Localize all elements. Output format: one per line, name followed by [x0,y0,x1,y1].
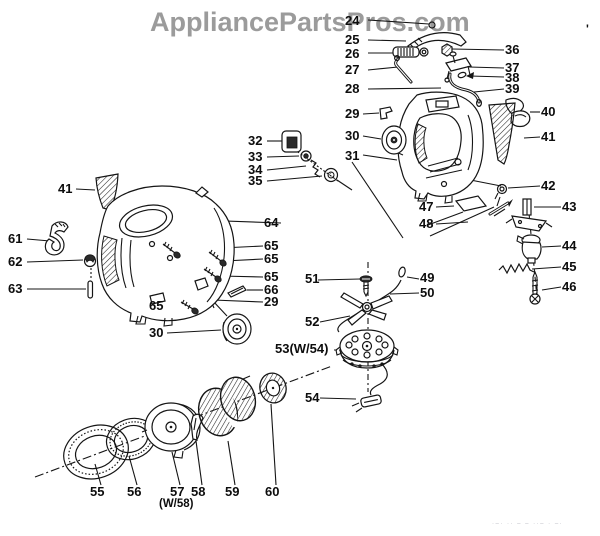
part-label-54: 54 [305,390,320,405]
part-label-63: 63 [8,281,23,296]
part-label-48: 48 [419,216,434,231]
pin-part-63 [87,280,94,299]
bracket-part-43 [505,198,553,232]
end-cap-part-57 [141,402,201,459]
part-label-45: 45 [562,259,577,274]
part-label-27: 27 [345,62,360,77]
clamp-part-44 [516,234,542,264]
part-label-57: 57 [170,484,185,499]
part-label-28: 28 [345,81,360,96]
part-label-65-c: 65 [264,269,279,284]
rod-part-27 [394,54,413,84]
plate-part-29-center [194,277,209,291]
part-label-29-center: 29 [264,294,279,309]
part-label-57-w58: (W/58) [159,498,194,510]
rear-housing-part-31 [395,91,484,204]
part-label-58: 58 [191,484,206,499]
caster-wheel-part-30-lower [222,313,252,345]
part-label-65-a: 65 [264,238,279,253]
power-cord-part-54 [351,362,388,413]
part-label-35: 35 [248,173,263,188]
part-label-65-d: 65 [149,298,164,313]
part-label-29: 29 [345,106,360,121]
part-label-64: 64 [264,215,279,230]
spring-part-34 [310,159,321,178]
part-label-59: 59 [225,484,240,499]
part-label-26: 26 [345,46,360,61]
part-label-62: 62 [8,254,23,269]
faded-footer-print: ·–· ·· – – ··– · –· [492,521,564,527]
part-label-41-right: 41 [541,129,556,144]
part-label-32: 32 [248,133,263,148]
screw-part-65-a [162,241,181,259]
screw-part-65-d [180,299,199,315]
tube-part-39 [448,72,483,107]
part-label-61: 61 [8,231,23,246]
grommet-part-42 [494,183,508,207]
part-label-55: 55 [90,484,105,499]
fan-blade-part-52 [340,292,393,326]
nut-part-35 [323,167,353,191]
motor-part-53 [335,329,399,369]
ring-part-55 [63,424,129,480]
part-label-30: 30 [345,128,360,143]
screw-part-51 [359,275,373,298]
part-label-34: 34 [248,162,263,177]
hook-bracket-part-61 [44,221,69,256]
part-label-33: 33 [248,149,263,164]
ribbed-cylinder-part-26 [392,46,429,58]
fan-wheel-part-60 [259,372,287,404]
swivel-wheel-part-30-right [381,125,407,155]
part-label-44: 44 [562,238,577,253]
part-label-65-b: 65 [264,251,279,266]
part-label-31: 31 [345,148,360,163]
gasket-sheets-parts-47-48 [427,195,513,226]
terminal-part-49 [398,266,406,278]
bracket-part-37 [444,51,472,83]
part-label-24: 24 [345,13,360,28]
part-label-38: 38 [505,70,520,85]
screw-part-65-c [203,266,222,283]
screw-part-65-b [208,249,227,267]
part-label-39: 39 [505,81,520,96]
part-label-52: 52 [305,314,320,329]
small-oval-part-38 [457,71,467,79]
stray-print-mark: ' [586,22,589,36]
spring-part-45 [498,262,535,275]
part-label-42: 42 [541,178,556,193]
part-label-53: 53(W/54) [275,341,329,356]
part-label-46: 46 [562,279,577,294]
watermark: AppliancePartsPros.com [150,7,470,37]
part-label-43: 43 [562,199,577,214]
part-label-60: 60 [265,484,280,499]
part-label-47: 47 [419,199,434,214]
switch-part-32 [281,130,302,153]
part-label-37: 37 [505,60,520,75]
handle-clip-part-24 [428,21,436,29]
screw-part-46 [529,270,541,305]
curved-spring-part-25 [407,32,467,51]
knob-part-62 [83,254,97,268]
part-label-30-lower: 30 [149,325,164,340]
part-label-50: 50 [420,285,435,300]
hatched-wedge-part-41-right [488,102,516,165]
part-label-25: 25 [345,32,360,47]
part-label-56: 56 [127,484,142,499]
strip-part-66 [227,285,247,298]
part-label-49: 49 [420,270,435,285]
part-label-36: 36 [505,42,520,57]
part-label-41-left: 41 [58,181,73,196]
part-label-66: 66 [264,282,279,297]
part-label-51: 51 [305,271,320,286]
clip-part-29-right [379,106,393,120]
part-label-40: 40 [541,104,556,119]
armature-part-59 [197,375,257,437]
nut-part-33 [300,150,312,162]
